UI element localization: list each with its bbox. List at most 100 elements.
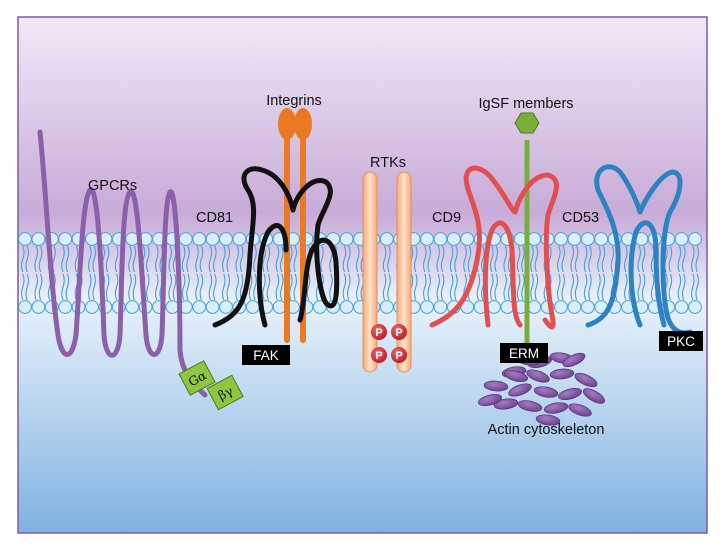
lipid-tail [356,273,360,301]
lipid-tail [583,273,588,301]
lipid-tail [172,273,177,301]
lipid-head [31,300,46,314]
actin-filament [526,369,550,383]
lipid-tail [74,245,79,273]
lipid-head [580,300,595,314]
lipid-tail [275,273,280,301]
lipid-tail [476,273,481,301]
lipid-tail [168,245,172,273]
lipid-tail [213,273,217,301]
lipid-tail [490,245,494,273]
lipid-head [178,232,193,246]
lipid-head [460,232,475,246]
rtk-right [396,171,412,373]
lipid-head [594,232,609,246]
g-protein: Gα βγ [178,360,244,411]
lipid-head [420,300,434,314]
lipid-tail [226,245,230,273]
lipid-tail [641,245,646,273]
cd81-label: CD81 [196,210,233,226]
lipid-tail [427,245,431,273]
lipid-tail [387,245,391,273]
lipid-head [379,232,394,246]
phospho-site: P [371,347,387,363]
lipid-tail [293,245,297,273]
lipid-tail [320,245,324,273]
lipid-tail [583,245,588,273]
actin-filament [535,414,561,426]
lipid-head [446,232,461,246]
lipid-head [527,232,542,246]
svg-text:P: P [395,350,402,362]
lipid-tail [668,245,673,273]
lipid-tail [280,245,284,273]
actin-filament [533,386,559,398]
lipid-tail [440,245,445,273]
lipid-tail [21,273,25,301]
lipid-tail [601,273,606,301]
actin-filament [478,393,502,407]
svg-text:P: P [375,350,382,362]
lipid-tail [34,245,38,273]
lipid-tail [467,245,472,273]
cd9-label: CD9 [432,210,461,226]
lipid-head [205,300,220,314]
lipid-head [125,300,140,314]
lipid-tail [38,245,43,273]
lipid-tail [195,273,199,301]
lipid-tail [423,273,427,301]
lipid-tail [561,273,565,301]
lipid-head [674,300,689,314]
erm-box: ERM [500,343,548,363]
lipid-tail [521,273,525,301]
actin-filament [508,383,532,397]
lipid-tail [588,273,592,301]
lipid-tail [588,245,592,273]
rtks-label: RTKs [370,155,406,171]
lipid-tail [262,245,266,273]
lipid-tail [530,273,534,301]
lipid-tail [239,245,244,273]
lipid-tail [691,273,695,301]
igsf-hexagon-head [514,112,540,134]
lipid-tail [155,273,159,301]
lipid-head [487,300,501,314]
lipid-tail [168,273,172,301]
actin-filament [543,402,569,414]
lipid-head [192,232,207,246]
actin-filament [504,369,528,383]
lipid-tail [521,245,525,273]
lipid-tail [382,273,387,301]
actin-filament [517,400,543,412]
lipid-tail [329,273,333,301]
lipid-tail [481,245,485,273]
lipid-tail [262,273,266,301]
lipid-tail [387,273,391,301]
lipid-head [232,232,247,246]
integrin-beta-head [294,108,312,140]
lipid-tail [21,245,25,273]
lipid-tail [682,245,686,273]
svg-text:P: P [395,327,402,339]
lipid-tail [695,245,699,273]
lipid-head [165,300,180,314]
lipid-head [245,300,260,314]
igsf-label: IgSF members [478,96,573,112]
lipid-tail [570,273,574,301]
lipid-tail [239,273,244,301]
phosphorylation-sites: P P P P [371,324,407,363]
lipid-tail [691,245,695,273]
phospho-site: P [391,324,407,340]
lipid-tail [423,245,427,273]
lipid-tail [436,273,440,301]
lipid-head [567,232,582,246]
lipid-tail [186,245,190,273]
lipid-tail [253,273,257,301]
lipid-tail [574,273,579,301]
lipid-tail [637,273,641,301]
g-alpha-subunit [178,360,216,396]
lipid-tail [132,245,137,273]
lipid-head [219,232,233,246]
lipid-head [58,300,73,314]
